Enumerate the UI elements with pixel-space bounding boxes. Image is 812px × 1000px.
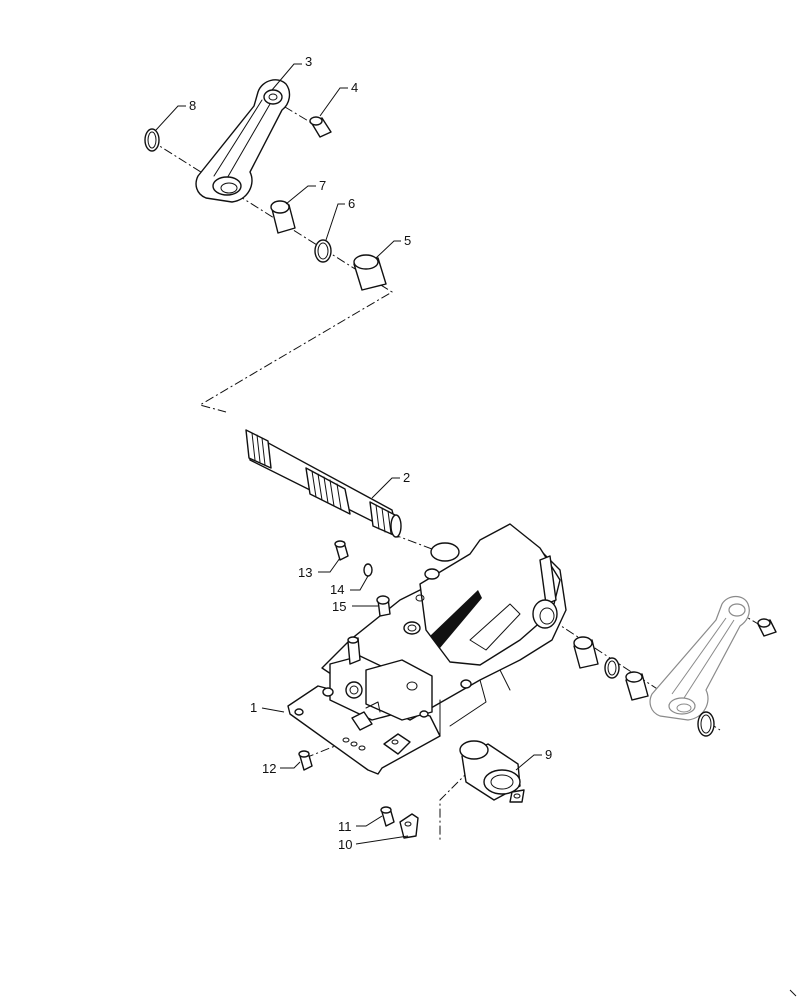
part-11-screw — [380, 806, 395, 827]
assembly-centerlines — [149, 97, 766, 840]
ghost-right-bushings — [573, 636, 649, 701]
callout-10: 10 — [338, 837, 352, 852]
callout-12: 12 — [262, 761, 276, 776]
ghost-right-pin — [757, 618, 777, 637]
part-3-lift-arm — [195, 79, 291, 203]
callout-1: 1 — [250, 700, 257, 715]
callout-6: 6 — [348, 196, 355, 211]
callout-labels: 3 4 8 7 6 5 2 13 14 15 1 9 12 11 10 — [189, 54, 552, 852]
part-7-bushing — [270, 200, 296, 234]
callout-13: 13 — [298, 565, 312, 580]
callout-9: 9 — [545, 747, 552, 762]
part-15-plug — [376, 595, 391, 617]
callout-15: 15 — [332, 599, 346, 614]
part-5-bushing — [353, 254, 387, 291]
callout-8: 8 — [189, 98, 196, 113]
ghost-right-lift-arm — [649, 595, 750, 721]
part-1-lift-housing — [287, 523, 567, 775]
callout-5: 5 — [404, 233, 411, 248]
ghost-right-snap-ring — [697, 711, 715, 737]
part-12-screw — [298, 750, 313, 771]
part-8-snap-ring — [144, 128, 160, 152]
part-6-snap-ring — [314, 239, 332, 263]
part-13-screw — [334, 540, 349, 561]
callout-2: 2 — [403, 470, 410, 485]
callout-11: 11 — [338, 819, 352, 834]
corner-mark — [789, 989, 797, 997]
part-9-sleeve — [459, 740, 525, 803]
part-14-washer — [363, 563, 373, 577]
part-2-splined-shaft — [245, 429, 402, 538]
callout-3: 3 — [305, 54, 312, 69]
part-4-pin — [309, 116, 332, 138]
callout-4: 4 — [351, 80, 358, 95]
callout-7: 7 — [319, 178, 326, 193]
part-10-bracket — [399, 813, 419, 839]
callout-leaders — [155, 63, 542, 845]
callout-14: 14 — [330, 582, 344, 597]
